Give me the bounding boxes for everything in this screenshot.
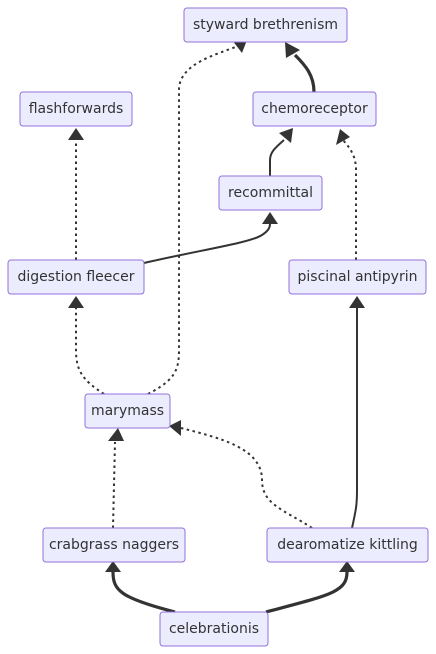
arrowhead-icon [68, 296, 84, 308]
node-label: piscinal antipyrin [298, 269, 418, 285]
arrowhead-icon [285, 42, 300, 58]
node-celebrationis[interactable]: celebrationis [159, 611, 269, 647]
arrowhead-icon [108, 428, 124, 441]
node-label: flashforwards [29, 101, 124, 117]
edge-marymass-to-styward-brethrenism [147, 45, 239, 395]
edge-dearomatize-kittling-to-piscinal-antipyrin [351, 308, 358, 529]
arrowhead-icon [105, 561, 121, 572]
arrowhead-icon [279, 128, 293, 143]
edge-marymass-to-digestion-fleecer [75, 306, 105, 395]
edge-digestion-fleecer-to-recommittal [143, 223, 271, 264]
node-label: styward brethrenism [193, 17, 338, 33]
arrowhead-icon [68, 128, 84, 140]
node-styward-brethrenism[interactable]: styward brethrenism [183, 7, 348, 43]
nodes: styward brethrenism flashforwards chemor… [7, 7, 429, 647]
node-marymass[interactable]: marymass [84, 393, 171, 429]
edge-chemoreceptor-to-styward-brethrenism [293, 53, 316, 93]
arrowhead-icon [349, 296, 365, 308]
node-label: dearomatize kittling [277, 537, 418, 553]
edge-crabgrass-naggers-to-marymass [112, 441, 116, 529]
edge-celebrationis-to-dearomatize-kittling [265, 571, 349, 614]
node-chemoreceptor[interactable]: chemoreceptor [252, 91, 377, 127]
node-label: chemoreceptor [261, 101, 368, 117]
arrowhead-icon [336, 129, 350, 145]
node-crabgrass-naggers[interactable]: crabgrass naggers [42, 527, 186, 563]
arrowhead-icon [169, 420, 181, 436]
node-label: celebrationis [169, 621, 259, 637]
node-dearomatize-kittling[interactable]: dearomatize kittling [266, 527, 429, 563]
edge-dearomatize-kittling-to-marymass [180, 427, 313, 529]
arrowhead-icon [232, 40, 247, 53]
node-digestion-fleecer[interactable]: digestion fleecer [7, 259, 145, 295]
edge-recommittal-to-chemoreceptor [269, 139, 285, 176]
edge-piscinal-antipyrin-to-chemoreceptor [342, 139, 357, 260]
node-label: digestion fleecer [18, 269, 135, 285]
arrowhead-icon [262, 212, 278, 224]
node-flashforwards[interactable]: flashforwards [19, 91, 133, 127]
node-recommittal[interactable]: recommittal [218, 175, 323, 211]
node-piscinal-antipyrin[interactable]: piscinal antipyrin [288, 259, 427, 295]
arrowhead-icon [339, 561, 355, 572]
node-label: recommittal [228, 185, 313, 201]
edge-celebrationis-to-crabgrass-naggers [111, 571, 176, 614]
node-label: marymass [91, 403, 164, 419]
node-label: crabgrass naggers [49, 537, 179, 553]
edges [68, 40, 365, 614]
